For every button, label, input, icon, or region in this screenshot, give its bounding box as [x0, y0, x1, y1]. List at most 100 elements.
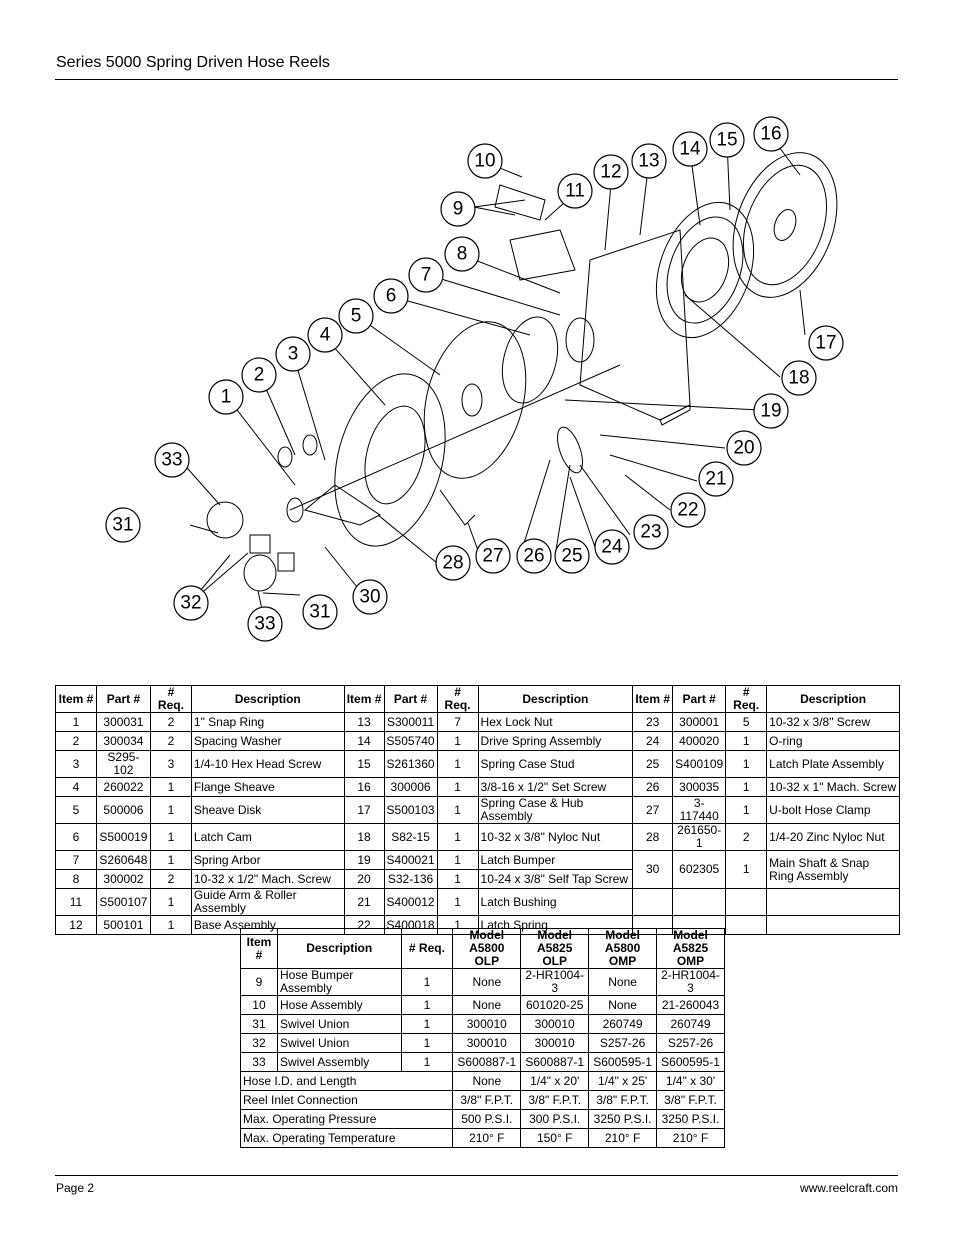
cell: 1 — [436, 869, 479, 889]
cell: 1 — [436, 750, 479, 778]
cell: S257-26 — [588, 1033, 658, 1053]
cell: 3/8" F.P.T. — [588, 1090, 658, 1110]
cell: S300011 — [383, 712, 438, 732]
cell: 1 — [149, 888, 192, 916]
cell: Swivel Union — [276, 1014, 402, 1034]
cell: 500006 — [95, 796, 151, 824]
cell: 15 — [343, 750, 385, 778]
header-item: Item # — [343, 685, 385, 713]
cell: 30 — [632, 850, 674, 889]
cell: S400012 — [383, 888, 438, 916]
cell: Hose Assembly — [276, 995, 402, 1015]
cell: 210° F — [588, 1128, 658, 1148]
cell: 21-260043 — [656, 995, 725, 1015]
cell: None — [452, 1071, 522, 1091]
empty-cell — [632, 888, 674, 916]
cell: 1/4-20 Zinc Nyloc Nut — [766, 823, 900, 851]
callout-8: 8 — [444, 236, 480, 272]
page-title: Series 5000 Spring Driven Hose Reels — [56, 54, 330, 71]
cell: 26 — [632, 777, 674, 797]
cell: Hex Lock Nut — [477, 712, 634, 732]
cell: 21 — [343, 888, 385, 916]
cell: None — [452, 968, 522, 996]
spec-label: Max. Operating Temperature — [239, 1128, 454, 1148]
cell: 7 — [55, 850, 97, 870]
header-part: Part # — [383, 685, 438, 713]
cell: Main Shaft & Snap Ring Assembly — [766, 850, 900, 889]
website-link[interactable]: www.reelcraft.com — [799, 1181, 898, 1195]
cell: 1 — [400, 968, 454, 996]
cell: S400109 — [672, 750, 727, 778]
cell: 9 — [240, 968, 278, 996]
cell: 300034 — [95, 731, 151, 751]
footer-rule — [55, 1175, 898, 1176]
cell: 1/4-10 Hex Head Screw — [190, 750, 345, 778]
svg-text:5: 5 — [351, 306, 362, 327]
svg-text:22: 22 — [677, 500, 698, 521]
spec-label: Max. Operating Pressure — [239, 1109, 454, 1129]
empty-cell — [672, 888, 727, 916]
cell: 300031 — [95, 712, 151, 732]
cell: 5 — [725, 712, 768, 732]
cell: 3/8" F.P.T. — [520, 1090, 590, 1110]
cell: Spacing Washer — [190, 731, 345, 751]
cell: 1 — [436, 731, 479, 751]
spec-row: Reel Inlet Connection 3/8" F.P.T.3/8" F.P… — [239, 1090, 725, 1110]
cell: 28 — [632, 823, 674, 851]
cell: S600887-1 — [452, 1052, 522, 1072]
cell: 300002 — [95, 869, 151, 889]
callout-20: 20 — [726, 430, 762, 466]
svg-text:33: 33 — [254, 614, 275, 635]
cell: S500019 — [95, 823, 151, 851]
spec-label: Hose I.D. and Length — [239, 1071, 454, 1091]
cell: 3/8-16 x 1/2" Set Screw — [477, 777, 634, 797]
cell: 1 — [149, 777, 192, 797]
cell: 10-24 x 3/8" Self Tap Screw — [477, 869, 634, 889]
cell: 1 — [725, 731, 768, 751]
cell: None — [452, 995, 522, 1015]
cell: 2-HR1004-3 — [520, 968, 590, 996]
cell: 19 — [343, 850, 385, 870]
cell: 2 — [725, 823, 768, 851]
callout-12: 12 — [593, 154, 629, 190]
cell: 300006 — [383, 777, 438, 797]
cell: Spring Arbor — [190, 850, 345, 870]
svg-text:4: 4 — [320, 325, 331, 346]
parts-list-table: Item # Part # # Req. Description Item # … — [55, 685, 900, 935]
cell: 300010 — [520, 1033, 590, 1053]
cell: 11 — [55, 888, 97, 916]
callout-32-left: 32 — [173, 585, 209, 621]
svg-text:19: 19 — [760, 401, 781, 422]
cell: 601020-25 — [520, 995, 590, 1015]
callout-13: 13 — [631, 143, 667, 179]
svg-text:11: 11 — [565, 181, 585, 202]
cell: 1 — [149, 850, 192, 870]
diagram-svg: 1 2 3 4 5 6 7 8 9 10 11 12 13 14 15 16 1… — [105, 116, 844, 642]
cell: S295-102 — [95, 750, 151, 778]
svg-text:17: 17 — [815, 333, 836, 354]
cell: 1 — [725, 796, 768, 824]
callout-10: 10 — [467, 143, 503, 179]
cell: 10-32 x 1" Mach. Screw — [766, 777, 900, 797]
cell: 8 — [55, 869, 97, 889]
cell: 1/4" x 25' — [588, 1071, 658, 1091]
callout-14: 14 — [672, 131, 708, 167]
cell: Latch Plate Assembly — [766, 750, 900, 778]
svg-text:32: 32 — [180, 593, 201, 614]
cell: 150° F — [520, 1128, 590, 1148]
exploded-parts-diagram: 1 2 3 4 5 6 7 8 9 10 11 12 13 14 15 16 1… — [100, 115, 860, 655]
callout-33-bottom: 33 — [247, 606, 283, 642]
cell: 3250 P.S.I. — [656, 1109, 725, 1129]
cell: 31 — [240, 1014, 278, 1034]
cell: 3 — [55, 750, 97, 778]
callout-4: 4 — [307, 317, 343, 353]
spec-label: Reel Inlet Connection — [239, 1090, 454, 1110]
svg-text:10: 10 — [474, 151, 495, 172]
callout-2: 2 — [241, 357, 277, 393]
